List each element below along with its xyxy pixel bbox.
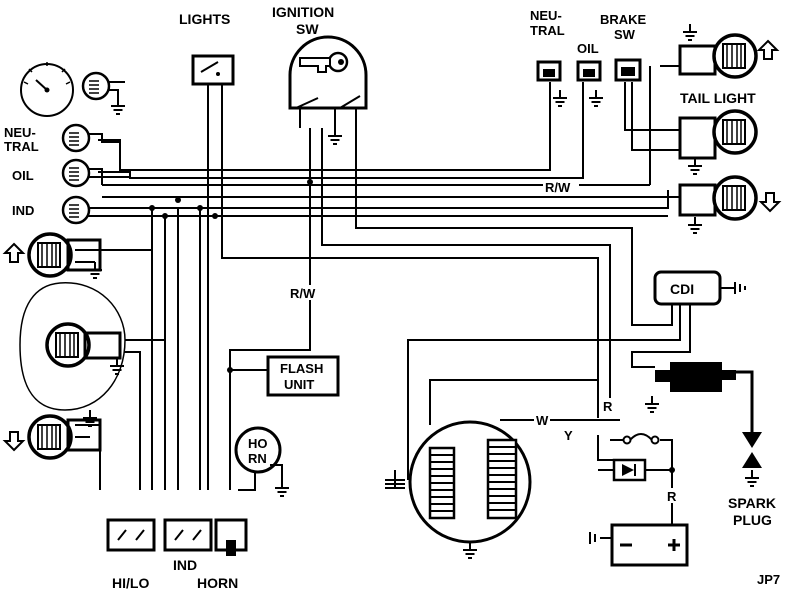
label-brake-sw: SW [614, 27, 636, 42]
arrow-down-icon [760, 192, 780, 212]
label-rw-upper: R/W [545, 180, 571, 195]
brake-switch [614, 58, 642, 82]
label-code: JP7 [757, 572, 780, 587]
label-neutral-top-1: NEU- [530, 8, 562, 23]
label-tail-light: TAIL LIGHT [680, 90, 756, 106]
label-horn-1: HO [248, 436, 268, 451]
label-horn-bottom: HORN [197, 575, 238, 591]
label-neutral-left-1: NEU- [4, 125, 36, 140]
label-plug: PLUG [733, 512, 772, 528]
label-neutral-left-2: TRAL [4, 139, 39, 154]
label-wire-y: Y [564, 428, 573, 443]
label-flash: FLASH [280, 361, 323, 376]
label-brake: BRAKE [600, 12, 647, 27]
arrow-down-icon [4, 431, 24, 451]
label-rw-lower: R/W [290, 286, 316, 301]
diode-icon [612, 458, 647, 482]
horn [234, 426, 290, 497]
headlight [19, 282, 126, 411]
flash-unit [266, 355, 340, 397]
label-wire-r1: R [603, 399, 613, 414]
front-blinker-bottom [4, 409, 102, 460]
cdi-unit [653, 270, 746, 306]
label-ignition: IGNITION [272, 4, 334, 20]
ind-switch [163, 518, 213, 552]
oil-switch [576, 60, 604, 107]
ignition-switch [288, 35, 368, 145]
rear-blinker-bottom [678, 175, 780, 234]
label-wire-w: W [536, 413, 549, 428]
meter-bulb [81, 71, 126, 115]
coil-icon [644, 362, 754, 440]
horn-switch [214, 518, 248, 556]
lights-switch [191, 54, 235, 86]
label-ind-left: IND [12, 203, 34, 218]
label-hi-lo: HI/LO [112, 575, 149, 591]
battery-icon [589, 523, 689, 567]
arrow-up-icon [758, 40, 778, 60]
label-lights: LIGHTS [179, 11, 230, 27]
neutral-switch [536, 60, 568, 107]
fuse-icon [610, 433, 660, 445]
tail-light [678, 109, 758, 175]
text-labels: LIGHTS IGNITION SW NEU- TRAL OIL BRAKE S… [4, 4, 780, 591]
neutral-indicator-bulb [61, 123, 120, 153]
front-blinker-top [4, 232, 103, 279]
arrow-up-icon [4, 243, 24, 263]
label-ind-bottom: IND [173, 557, 197, 573]
spark-plug [742, 432, 762, 487]
label-flash-unit: UNIT [284, 377, 314, 392]
stator [385, 420, 532, 559]
ind-indicator-bulb [61, 195, 91, 225]
label-wire-r2: R [667, 489, 677, 504]
rear-blinker-top [678, 23, 778, 79]
wiring-harness [75, 65, 691, 525]
hi-lo-switch [106, 518, 156, 552]
label-neutral-top-2: TRAL [530, 23, 565, 38]
key-icon [299, 51, 349, 73]
label-horn-2: RN [248, 451, 267, 466]
label-cdi: CDI [670, 281, 694, 297]
oil-indicator-bulb [61, 158, 130, 188]
label-ignition-sw: SW [296, 21, 319, 37]
label-spark: SPARK [728, 495, 776, 511]
speedometer-icon [20, 62, 74, 117]
label-oil-left: OIL [12, 168, 34, 183]
label-oil-top: OIL [577, 41, 599, 56]
